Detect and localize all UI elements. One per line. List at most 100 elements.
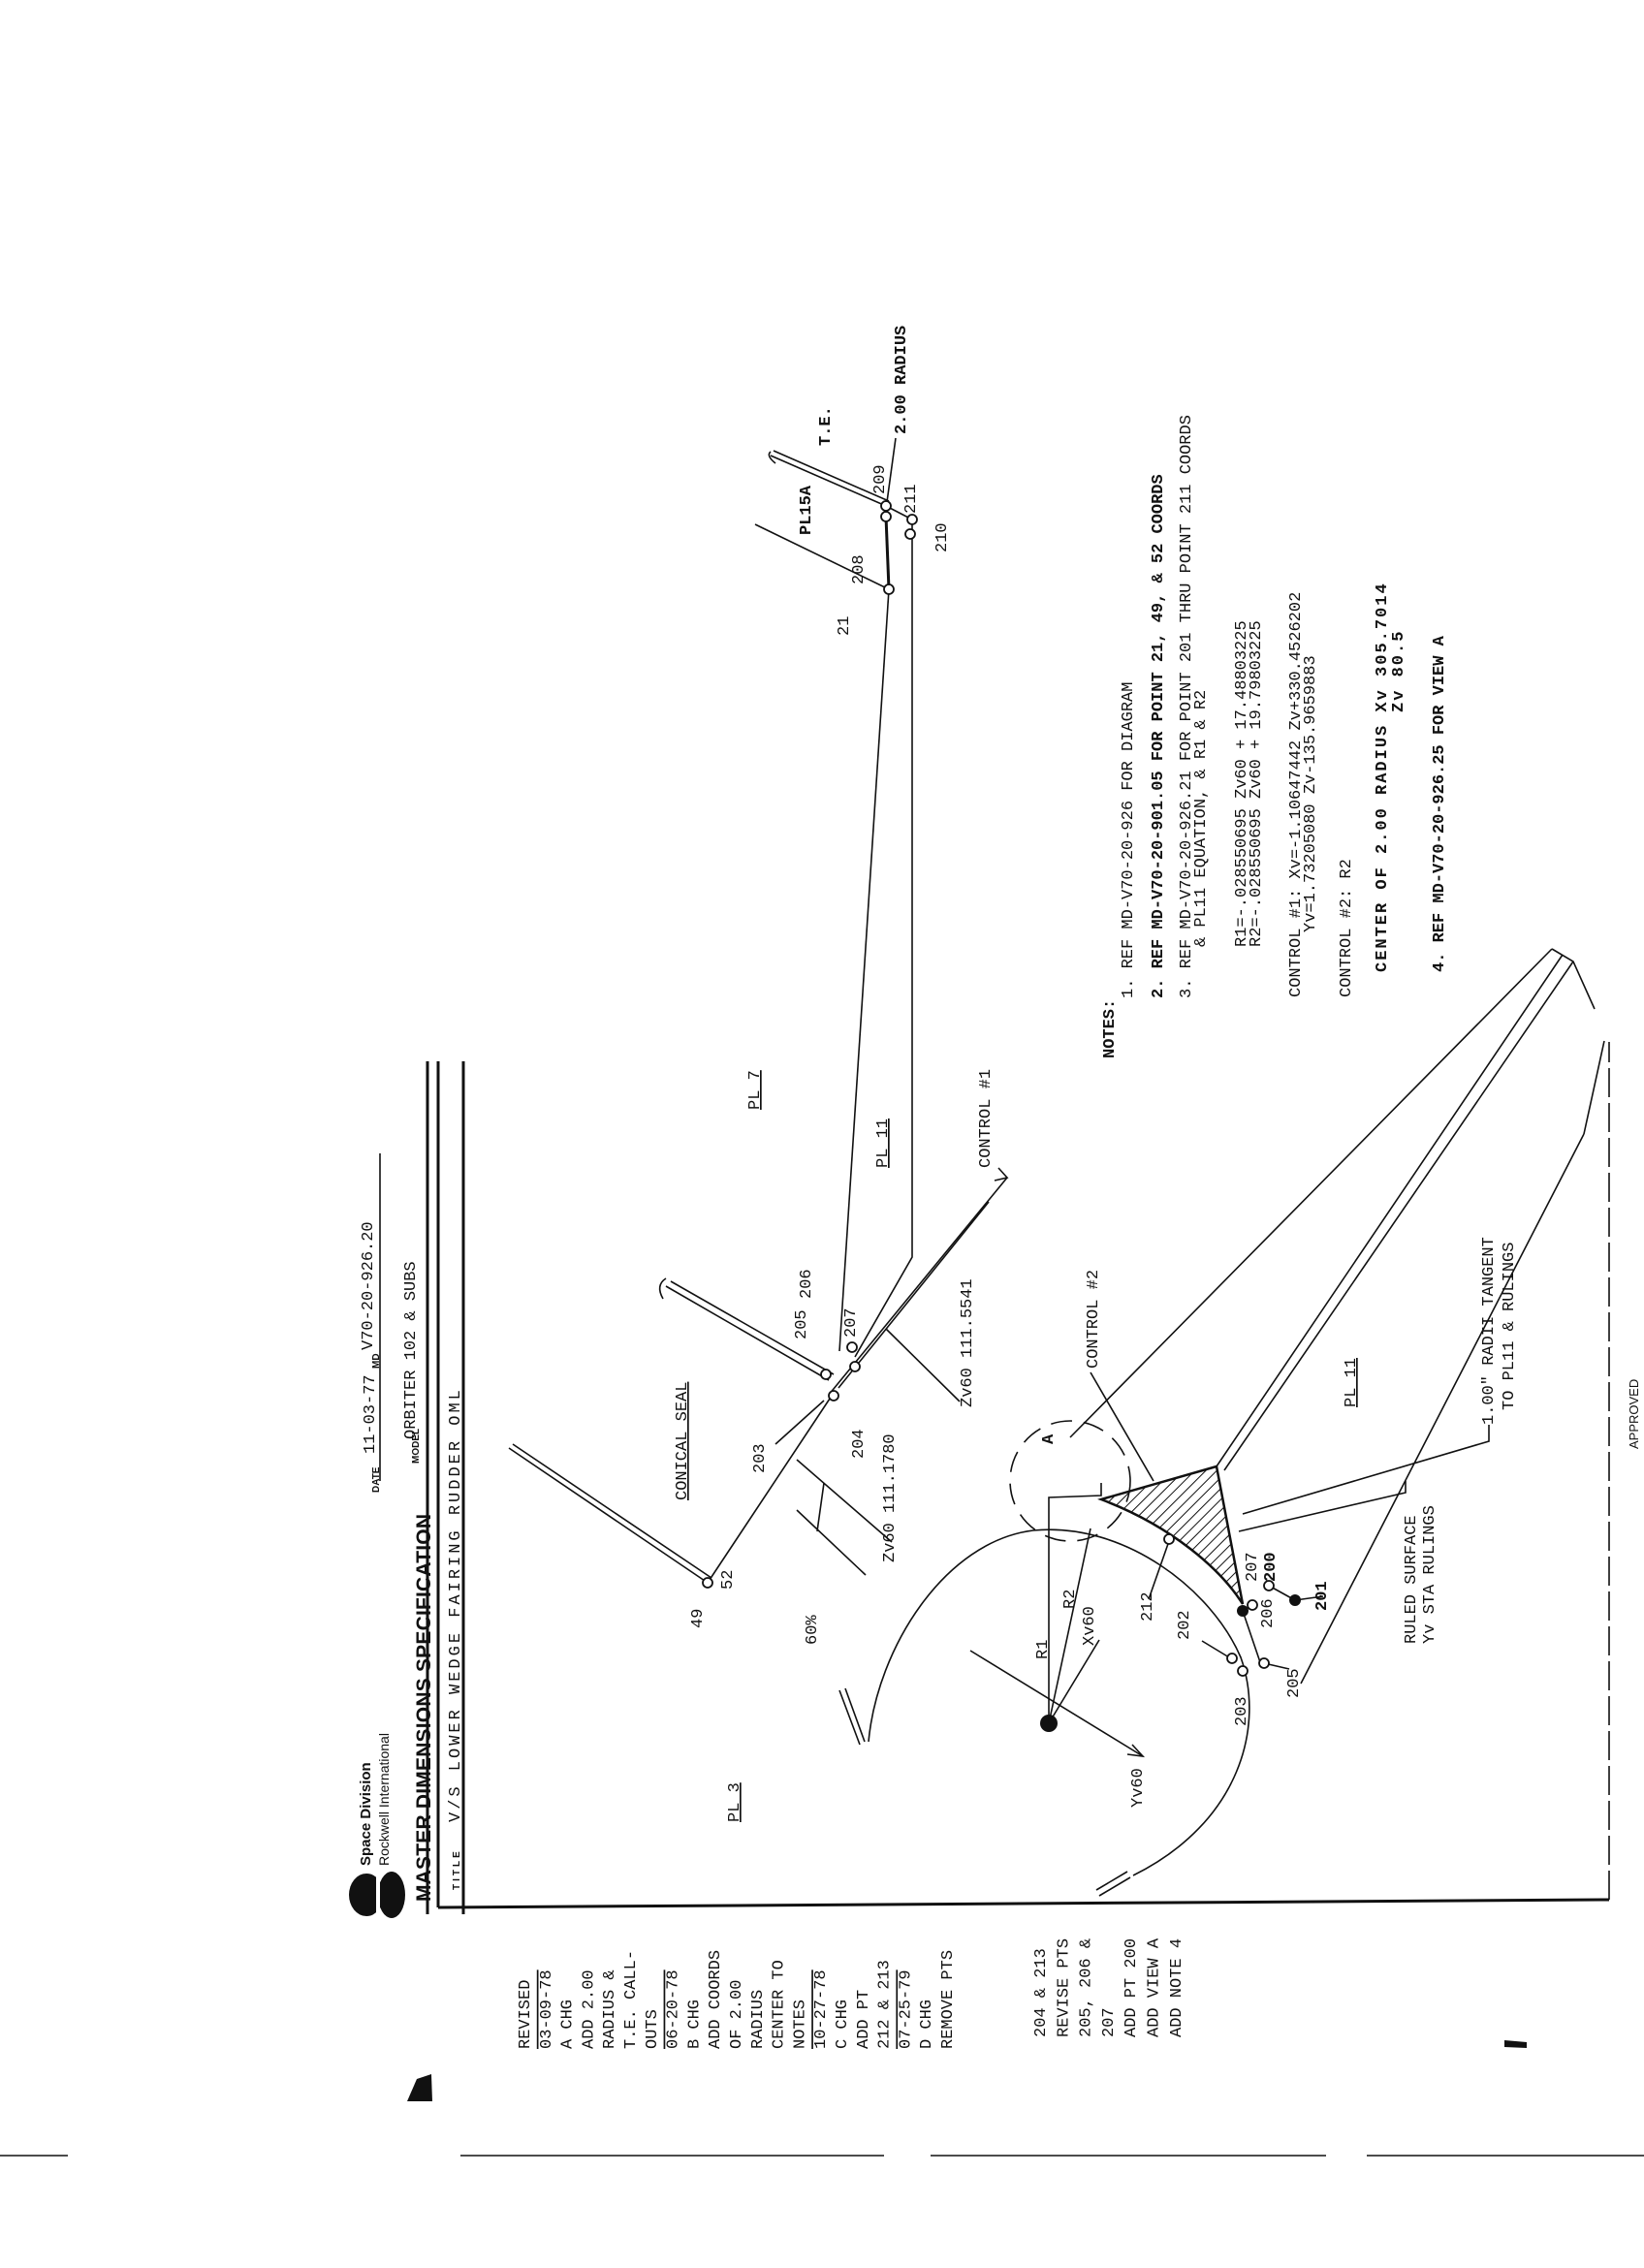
label-control-2: CONTROL #2 [1085, 1270, 1103, 1369]
diagram-labels: PL 3 PL 7 PL 11 PL 11 PL15A T.E. 2.00 RA… [674, 326, 1641, 1822]
spec-title: MASTER DIMENSIONS SPECIFICATION [413, 1514, 435, 1902]
date-label: DATE [371, 1466, 382, 1493]
point-201: 201 [1313, 1581, 1332, 1611]
label-control-1: CONTROL #1 [977, 1069, 996, 1168]
revision-line: ADD PT [855, 1990, 873, 2049]
note-3-cont: & PL11 EQUATION, & R1 & R2 [1192, 690, 1211, 947]
revision-line: 204 & 213 [1032, 1948, 1051, 2037]
revision-line: REMOVE PTS [939, 1950, 958, 2049]
point-205-upper: 205 [793, 1309, 811, 1339]
revision-line: 06-20-78 [665, 1969, 683, 2049]
revision-line: 212 & 213 [876, 1960, 895, 2049]
label-r1: R1 [1034, 1640, 1053, 1659]
scan-edge-lines [0, 2040, 1644, 2157]
model-label: MODEL [411, 1429, 422, 1464]
upper-geometry [508, 437, 1009, 1589]
point-200: 200 [1262, 1552, 1280, 1582]
revision-line: REVISE PTS [1055, 1938, 1073, 2037]
md-label: MD [371, 1353, 382, 1369]
revision-line: ADD 2.00 [580, 1969, 598, 2049]
revision-line: ADD VIEW A [1146, 1937, 1164, 2037]
frame-bottom [437, 1898, 1610, 1909]
label-zv60-5541: Zv60 111.5541 [959, 1278, 977, 1407]
point-211: 211 [902, 484, 921, 514]
note-control-1: CONTROL #1: Xv=-1.10647442 Zv+330.452620… [1287, 592, 1306, 997]
label-xv60: Xv60 [1081, 1606, 1099, 1646]
label-radii-tangent: 1.00" RADII TANGENT [1480, 1237, 1499, 1425]
point-207-upper: 207 [842, 1307, 861, 1338]
label-ruled-surface: RULED SURFACE [1403, 1515, 1421, 1644]
label-te: T.E. [817, 406, 836, 446]
date-value: 11-03-77 [362, 1374, 380, 1454]
point-203: 203 [1233, 1696, 1251, 1726]
label-pl7: PL 7 [746, 1070, 765, 1110]
note-control-1-yv: Yv=1.73205080 Zv-135.9659883 [1302, 655, 1320, 932]
revision-line: OUTS [644, 2009, 662, 2049]
view-a-circle [1009, 1420, 1131, 1542]
label-conical-seal: CONICAL SEAL [674, 1382, 692, 1500]
revision-line: CENTER TO [771, 1960, 789, 2049]
title-value: V/S LOWER WEDGE FAIRING RUDDER OML [447, 1387, 465, 1822]
point-212: 212 [1139, 1591, 1157, 1622]
revision-line: REVISED [517, 1980, 535, 2049]
revision-line: 07-25-79 [897, 1969, 915, 2049]
point-49: 49 [689, 1609, 708, 1628]
label-2-radius: 2.00 RADIUS [893, 326, 911, 434]
note-1: 1. REF MD-V70-20-926 FOR DIAGRAM [1120, 682, 1138, 998]
notes-block: NOTES: 1. REF MD-V70-20-926 FOR DIAGRAM … [1101, 415, 1449, 1058]
point-208: 208 [850, 554, 869, 584]
logo [349, 1872, 405, 1918]
note-center-radius: CENTER OF 2.00 RADIUS Xv 305.7014 [1374, 582, 1392, 972]
revision-line: RADIUS & [601, 1969, 619, 2049]
point-52: 52 [719, 1570, 738, 1590]
point-21: 21 [836, 616, 854, 636]
note-control-2: CONTROL #2: R2 [1338, 859, 1356, 997]
label-zv60-1780: Zv60 111.1780 [881, 1433, 900, 1562]
note-center-zv: Zv 80.5 [1390, 630, 1408, 712]
note-3: 3. REF MD-V70-20-926.21 FOR POINT 201 TH… [1178, 415, 1196, 998]
revision-line: C CHG [834, 2000, 852, 2049]
company-subname: Rockwell International [376, 1733, 392, 1866]
point-202: 202 [1176, 1610, 1194, 1640]
model-value: ORBITER 102 & SUBS [402, 1261, 421, 1439]
revision-line: NOTES [791, 2000, 809, 2049]
title-label: TITLE [452, 1848, 462, 1890]
point-209: 209 [871, 464, 890, 494]
notes-heading: NOTES: [1101, 999, 1120, 1058]
revision-line: 205, 206 & [1078, 1938, 1096, 2037]
label-pl15a: PL15A [798, 485, 816, 535]
label-approved: APPROVED [1627, 1379, 1641, 1449]
note-r2-equation: R2=-.028550695 Zv60 + 19.79803225 [1248, 620, 1266, 947]
label-pl11-bottom: PL 11 [1343, 1358, 1361, 1407]
point-206-upper: 206 [798, 1269, 816, 1299]
lower-geometry [838, 948, 1605, 1897]
revision-line: OF 2.00 [728, 1980, 746, 2049]
label-yv-sta-rulings: Yv STA RULINGS [1421, 1505, 1439, 1644]
revision-line: ADD NOTE 4 [1168, 1938, 1186, 2037]
label-pl11-top: PL 11 [874, 1118, 893, 1168]
note-2: 2. REF MD-V70-20-901.05 FOR POINT 21, 49… [1150, 474, 1168, 998]
label-view-a: A [1040, 1433, 1059, 1444]
point-210: 210 [933, 522, 952, 552]
note-4: 4. REF MD-V70-20-926.25 FOR VIEW A [1431, 635, 1449, 972]
revision-line: ADD PT 200 [1122, 1938, 1141, 2037]
label-pl3: PL 3 [726, 1782, 744, 1822]
company-name: Space Division [358, 1762, 374, 1866]
label-to-pl11-rulings: TO PL11 & RULINGS [1501, 1243, 1519, 1410]
point-205: 205 [1285, 1668, 1304, 1698]
revision-line: D CHG [918, 2000, 936, 2049]
label-60-percent: 60% [804, 1615, 822, 1645]
point-207: 207 [1244, 1552, 1262, 1582]
label-yv60: Yv60 [1129, 1768, 1148, 1808]
label-r2: R2 [1061, 1590, 1080, 1609]
note-r1-equation: R1=-.028550695 Zv60 + 17.48803225 [1233, 620, 1251, 947]
point-206: 206 [1259, 1598, 1278, 1628]
revision-line: ADD COORDS [707, 1950, 725, 2049]
revision-line: 10-27-78 [812, 1969, 831, 2049]
revision-line: T.E. CALL- [622, 1950, 641, 2049]
point-203-upper: 203 [751, 1443, 770, 1473]
revision-line: RADIUS [749, 1990, 768, 2049]
